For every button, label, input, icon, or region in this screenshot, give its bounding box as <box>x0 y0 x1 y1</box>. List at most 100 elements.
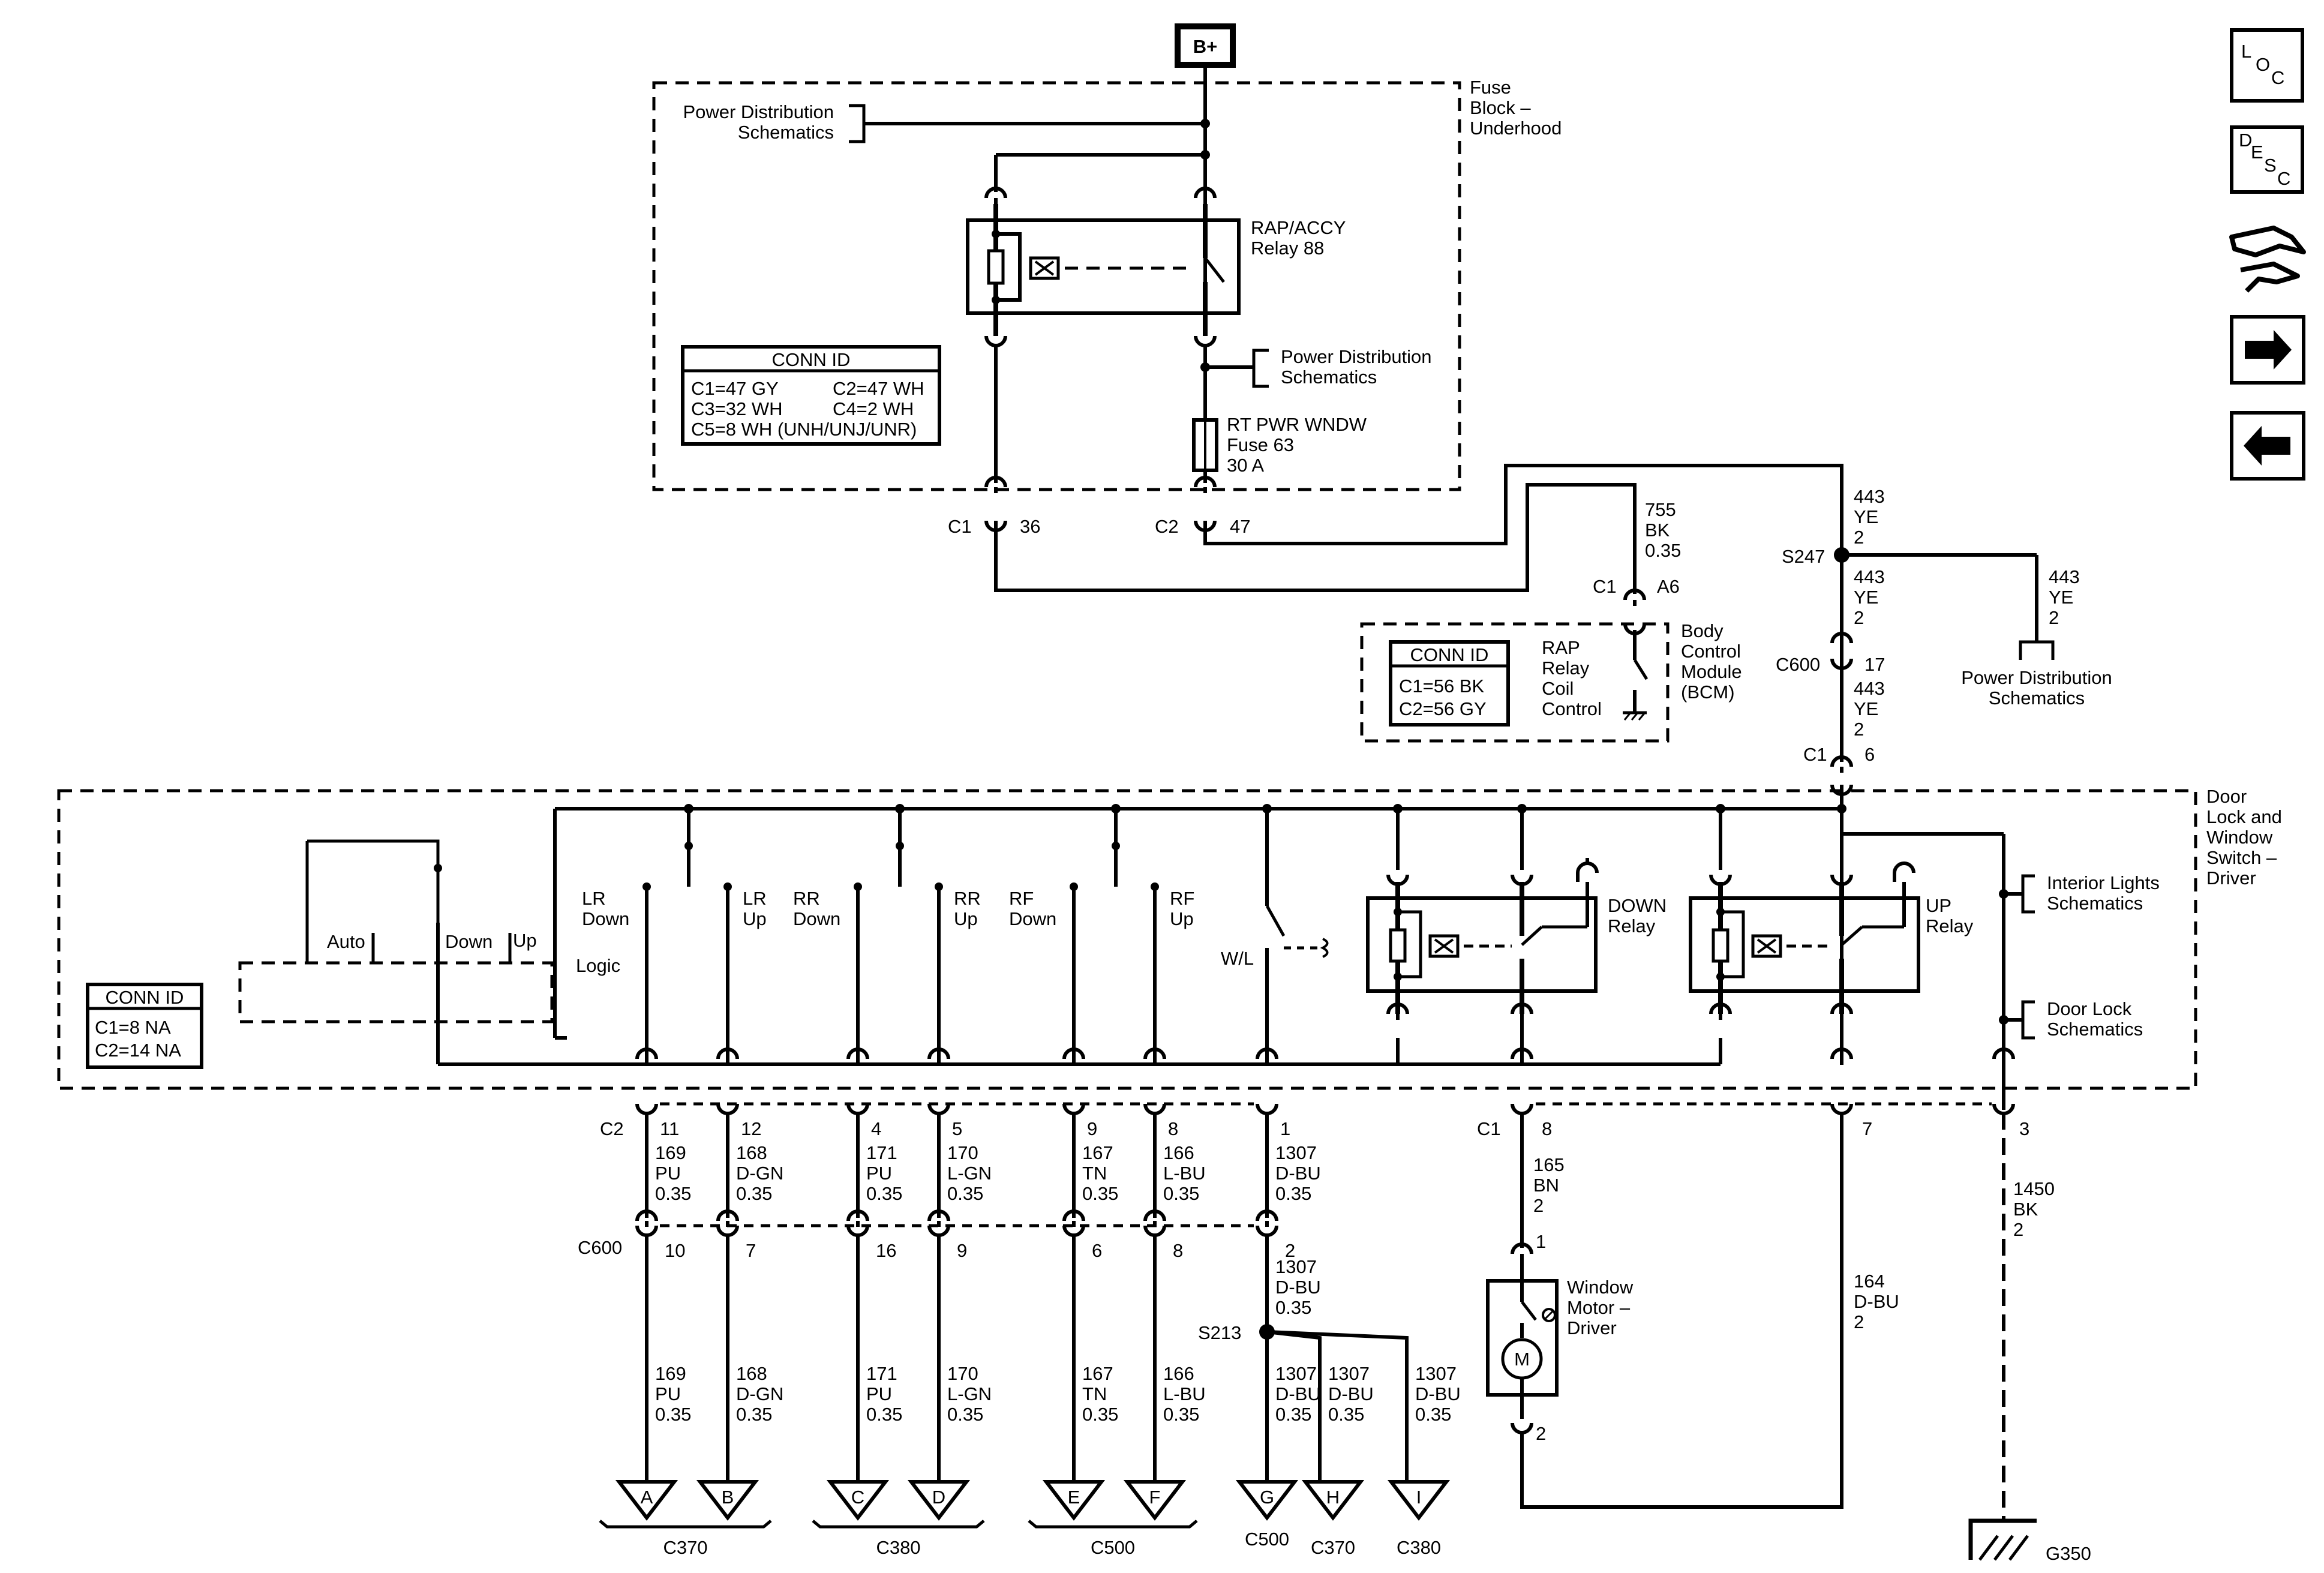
svg-text:0.35: 0.35 <box>1645 540 1681 561</box>
svg-text:Switch –: Switch – <box>2206 847 2277 868</box>
down-label: Down <box>445 931 493 952</box>
svg-text:2: 2 <box>1533 1195 1544 1216</box>
logic-box <box>238 961 554 1023</box>
terminal-letter: E <box>1068 1487 1080 1508</box>
svg-text:Schematics: Schematics <box>2047 1019 2143 1040</box>
wire-gauge: 0.35 <box>1163 1404 1199 1425</box>
svg-text:Interior Lights: Interior Lights <box>2047 872 2160 893</box>
svg-text:C1: C1 <box>1477 1118 1501 1139</box>
ground-label: G350 <box>2046 1543 2091 1564</box>
wire-color: PU <box>655 1383 681 1404</box>
svg-text:A6: A6 <box>1657 576 1680 597</box>
wire-gauge: 0.35 <box>1275 1297 1311 1318</box>
wire-gauge: 0.35 <box>736 1404 772 1425</box>
wire-755-label: 755 BK 0.35 <box>1645 499 1681 561</box>
svg-text:BN: BN <box>1533 1175 1559 1196</box>
svg-text:47: 47 <box>1230 516 1250 537</box>
terminal-g-conn: C500 <box>1245 1529 1289 1550</box>
terminal-G: G <box>1235 1480 1299 1521</box>
c600-pin: 16 <box>876 1240 896 1261</box>
c600-pin: 6 <box>1092 1240 1102 1261</box>
wire-color: PU <box>866 1383 892 1404</box>
svg-text:Schematics: Schematics <box>1989 688 2085 709</box>
svg-text:C600: C600 <box>1776 654 1820 675</box>
wire-gauge: 0.35 <box>736 1183 772 1204</box>
arrow-right-icon[interactable] <box>2230 315 2305 385</box>
svg-text:YE: YE <box>2049 587 2073 608</box>
wire-443-label-4: 443 YE 2 <box>1854 678 1885 740</box>
wire-gauge: 0.35 <box>1163 1183 1199 1204</box>
desc-button[interactable]: D E S C <box>2230 125 2304 194</box>
contact-label: Up <box>1170 908 1194 929</box>
group-c380: C380 <box>812 1520 985 1558</box>
contact-label: RF <box>1170 888 1194 909</box>
svg-text:Door: Door <box>2206 786 2247 807</box>
wire-num: 166 <box>1163 1142 1194 1163</box>
logic-label: Logic <box>576 955 620 976</box>
contact-label: Down <box>793 908 840 929</box>
wire-gauge: 0.35 <box>947 1404 983 1425</box>
wire-color: D-GN <box>736 1163 783 1184</box>
svg-text:443: 443 <box>2049 566 2080 587</box>
svg-text:S247: S247 <box>1782 546 1825 567</box>
terminal-E: E <box>1042 1480 1106 1521</box>
svg-text:C2=56 GY: C2=56 GY <box>1399 698 1487 719</box>
terminal-A: A <box>615 1480 678 1521</box>
terminal-B: B <box>696 1480 759 1521</box>
svg-text:C1=56 BK: C1=56 BK <box>1399 676 1485 697</box>
wire-num: 1307 <box>1415 1363 1457 1384</box>
svg-text:DOWN: DOWN <box>1608 895 1667 916</box>
bplus-label: B+ <box>1193 36 1218 57</box>
arrow-left-icon[interactable] <box>2230 411 2305 481</box>
wire-num: 169 <box>655 1363 686 1384</box>
conn-id-table-switch: CONN ID C1=8 NA C2=14 NA <box>86 983 203 1069</box>
terminal-C: C <box>826 1480 890 1521</box>
wire-gauge: 0.35 <box>1082 1404 1118 1425</box>
group-c380-label: C380 <box>876 1537 920 1558</box>
svg-text:C1: C1 <box>1803 744 1827 765</box>
wl-label: W/L <box>1221 948 1254 969</box>
wire-num: 167 <box>1082 1142 1113 1163</box>
wire-num: 1307 <box>1275 1363 1317 1384</box>
svg-text:3: 3 <box>2019 1118 2029 1139</box>
terminal-letter: B <box>722 1487 734 1508</box>
wire-1450-label: 1450 BK 2 <box>2013 1178 2055 1240</box>
conn-id-table-bcm: CONN ID C1=56 BK C2=56 GY <box>1389 640 1510 727</box>
svg-text:17: 17 <box>1864 654 1885 675</box>
svg-text:C1=8 NA: C1=8 NA <box>95 1017 171 1038</box>
svg-text:1450: 1450 <box>2013 1178 2055 1199</box>
bcm-title: Body Control Module (BCM) <box>1681 620 1742 703</box>
wire-443-label-1: 443 YE 2 <box>1854 486 1885 548</box>
wire-color: TN <box>1082 1383 1107 1404</box>
wire-color: D-BU <box>1275 1163 1321 1184</box>
wrench-icon[interactable] <box>2229 226 2306 293</box>
svg-text:443: 443 <box>1854 566 1885 587</box>
power-dist-label-3: Power Distribution Schematics <box>1961 667 2112 709</box>
rap-relay-label: RAP/ACCY Relay 88 <box>1251 217 1346 259</box>
svg-text:Module: Module <box>1681 661 1742 682</box>
wire-num: 171 <box>866 1363 897 1384</box>
wire-gauge: 0.35 <box>655 1404 691 1425</box>
svg-text:Schematics: Schematics <box>738 122 834 143</box>
c2-pin: 9 <box>1087 1118 1097 1139</box>
svg-text:L: L <box>2241 41 2251 62</box>
svg-text:C4=2 WH: C4=2 WH <box>833 398 914 419</box>
c600-pin: 10 <box>665 1240 685 1261</box>
door-switch-box <box>57 789 2197 1090</box>
svg-text:Fuse 63: Fuse 63 <box>1227 434 1294 455</box>
svg-text:C2=47 WH: C2=47 WH <box>833 378 924 399</box>
svg-text:C: C <box>2277 168 2290 189</box>
svg-text:Schematics: Schematics <box>2047 893 2143 914</box>
svg-text:C1=47 GY: C1=47 GY <box>691 378 779 399</box>
loc-button[interactable]: L O C <box>2230 28 2304 103</box>
terminal-i-conn: C380 <box>1397 1537 1441 1558</box>
c600-pin: 2 <box>1285 1240 1295 1261</box>
svg-text:Power Distribution: Power Distribution <box>683 101 834 122</box>
